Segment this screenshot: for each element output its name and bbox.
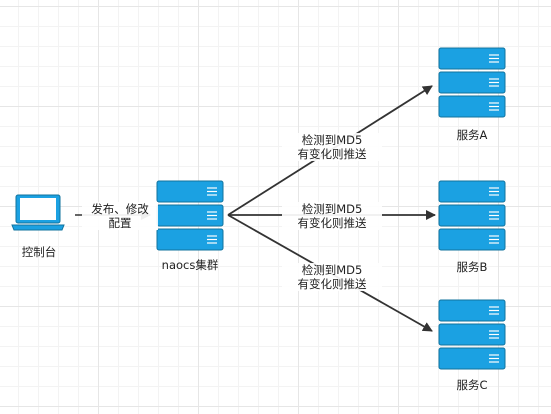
node-label-service-c: 服务C <box>456 378 488 392</box>
server-stack-icon <box>156 180 224 251</box>
node-label-nacos: naocs集群 <box>161 258 219 272</box>
server-stack-icon <box>438 47 506 118</box>
edge-label-to-service-c: 检测到MD5 有变化则推送 <box>282 263 382 291</box>
edge-label-line: 检测到MD5 <box>301 202 363 216</box>
edge-label-line: 有变化则推送 <box>297 277 367 291</box>
server-stack-icon <box>438 299 506 370</box>
server-stack-icon <box>438 180 506 251</box>
laptop-icon <box>11 194 65 231</box>
edge-label-line: 检测到MD5 <box>301 263 363 277</box>
edge-label-line: 发布、修改 <box>91 202 149 216</box>
edge-label-publish: 发布、修改 配置 <box>82 202 158 230</box>
edge-label-to-service-a: 检测到MD5 有变化则推送 <box>282 133 382 161</box>
node-label-console: 控制台 <box>21 245 57 259</box>
node-label-service-a: 服务A <box>456 128 488 142</box>
edge-label-to-service-b: 检测到MD5 有变化则推送 <box>282 202 382 230</box>
node-label-service-b: 服务B <box>456 260 488 274</box>
edge-label-line: 检测到MD5 <box>301 133 363 147</box>
edge-label-line: 有变化则推送 <box>297 147 367 161</box>
edge-label-line: 配置 <box>108 216 132 230</box>
edge-label-line: 有变化则推送 <box>297 216 367 230</box>
